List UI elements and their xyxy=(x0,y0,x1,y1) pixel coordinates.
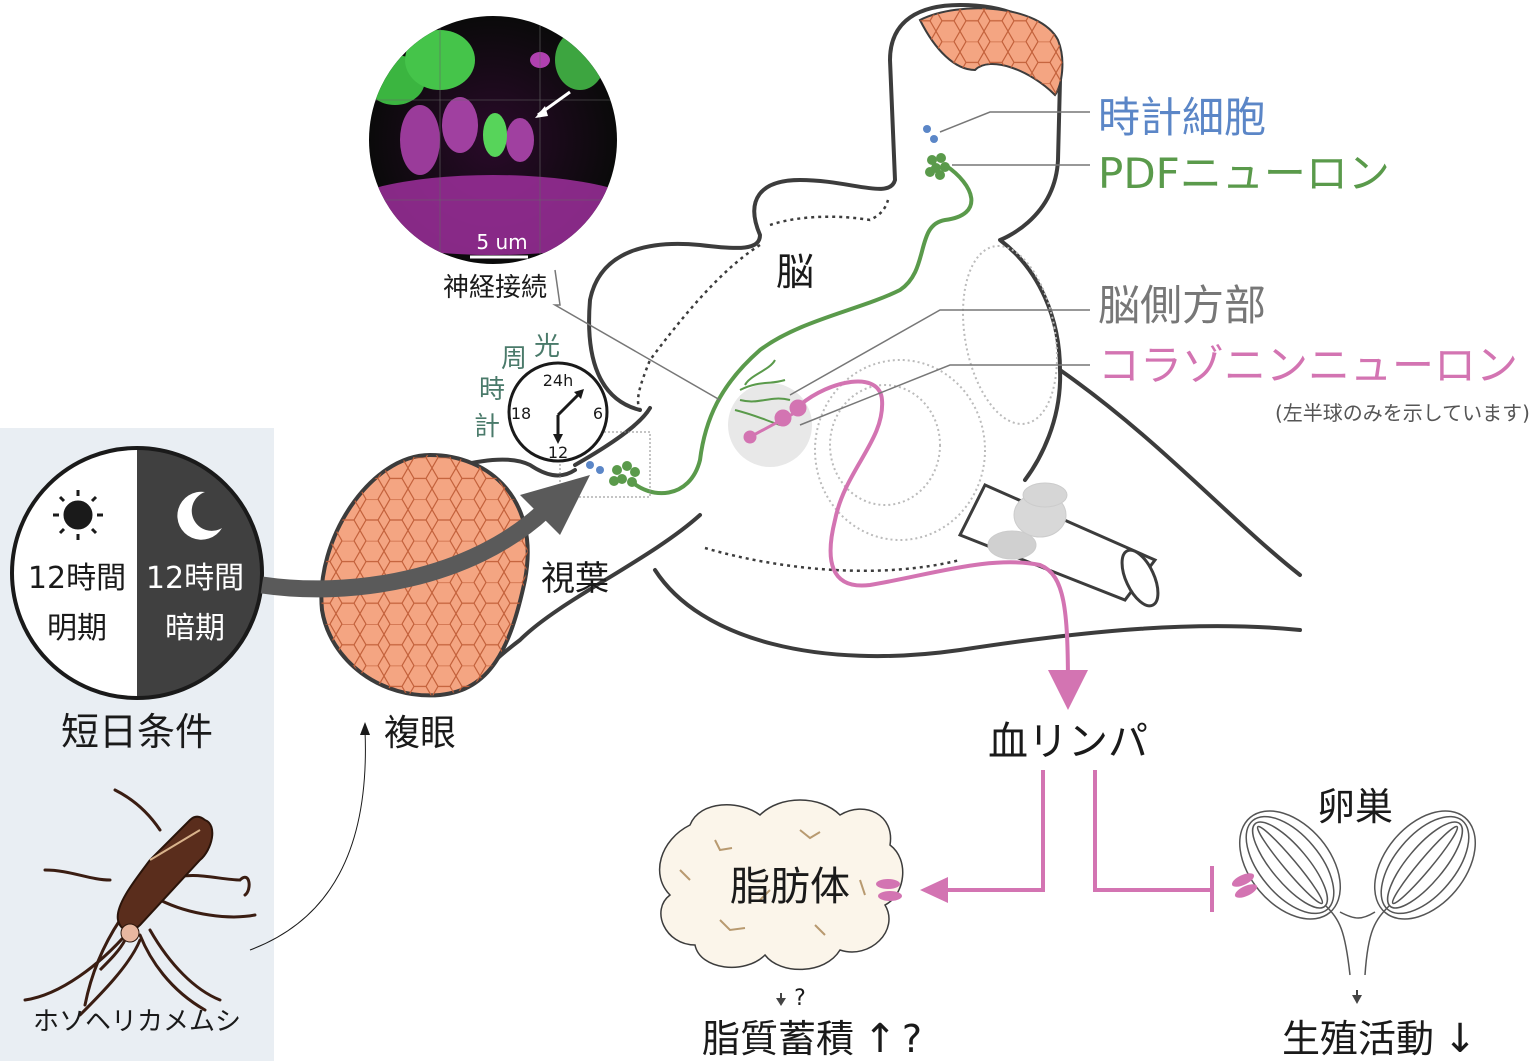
corazonin-cells xyxy=(743,399,807,444)
pars-lateralis-label: 脳側方部 xyxy=(1098,281,1266,330)
clock-cells-bottom xyxy=(586,461,604,474)
insect-pointer xyxy=(249,729,366,951)
light-duration: 12時間 xyxy=(28,561,126,596)
clock-12: 12 xyxy=(548,443,568,462)
lipid-question: ? xyxy=(902,1017,922,1061)
lateral-dotted-ellipses xyxy=(814,245,1058,541)
brain-internal-dotted xyxy=(636,199,961,573)
corazonin-fiber xyxy=(798,379,1088,710)
pdf-fiber xyxy=(628,163,974,495)
ovary-label: 卵巣 xyxy=(1317,785,1393,829)
pdf-neurons-top xyxy=(925,153,950,180)
clock-vertical-label-2: 周 xyxy=(501,344,527,374)
compound-eye-label: 複眼 xyxy=(384,713,456,754)
lipid-label: 脂質蓄積 xyxy=(702,1017,854,1061)
brain-label: 脳 xyxy=(776,250,814,294)
clock: 24h 6 12 18 xyxy=(507,361,609,463)
photoperiod-arrow xyxy=(260,503,551,598)
clock-minute-hand xyxy=(556,391,582,417)
zoom-box xyxy=(559,431,651,498)
fat-body-label: 脂肪体 xyxy=(730,864,850,910)
scale-bar-label: 5 um xyxy=(476,230,527,254)
clock-6: 6 xyxy=(593,404,603,423)
photoperiod-circle: 12時間 明期 12時間 暗期 xyxy=(10,446,264,700)
hemolymph-label: 血リンパ xyxy=(988,719,1148,765)
fat-body-question: ? xyxy=(794,986,806,1011)
lipid-arrow: ↑ xyxy=(863,1016,897,1061)
clock-vertical-label-4: 計 xyxy=(474,412,500,442)
clock-cells-top xyxy=(923,125,938,143)
clock-24h: 24h xyxy=(543,371,574,390)
fat-body-arrowhead xyxy=(920,877,948,903)
fat-body-texture xyxy=(679,829,866,936)
clock-18: 18 xyxy=(511,404,531,423)
sun-icon xyxy=(53,490,103,540)
condition-label: 短日条件 xyxy=(61,710,213,754)
repro-label: 生殖活動 xyxy=(1282,1017,1434,1061)
hemisphere-note: (左半球のみを示しています) xyxy=(1275,401,1530,425)
insect-name: ホソヘリカメムシ xyxy=(33,1007,241,1037)
hemolymph-branches xyxy=(945,770,1214,912)
pdf-neurons-label: PDFニューロン xyxy=(1098,149,1390,198)
clock-vertical-label-1: 光 xyxy=(534,332,560,362)
repro-arrow: ↓ xyxy=(1443,1016,1477,1061)
clock-vertical-label-3: 時 xyxy=(479,375,505,405)
insect-illustration xyxy=(23,788,257,1017)
micrograph-inset: 5 um xyxy=(369,16,617,264)
fat-body xyxy=(659,799,904,971)
ovary-receptor xyxy=(1231,873,1258,898)
corazonin-neurons-label: コラゾニンニューロン xyxy=(1098,341,1518,390)
pdf-neurons-bottom xyxy=(609,461,640,487)
inset-caption: 神経接続 xyxy=(443,273,547,303)
esophagus xyxy=(957,482,1160,608)
dark-name: 暗期 xyxy=(165,611,225,646)
fat-body-receptor xyxy=(876,879,902,901)
brain-outline xyxy=(438,3,1302,692)
moon-icon xyxy=(177,491,222,540)
leader-lines xyxy=(552,111,1090,426)
clock-cells-label: 時計細胞 xyxy=(1098,93,1266,142)
ovary-illustration xyxy=(1238,810,1477,976)
optic-lobe-label: 視葉 xyxy=(541,559,609,599)
light-name: 明期 xyxy=(47,611,107,646)
dark-duration: 12時間 xyxy=(146,561,244,596)
